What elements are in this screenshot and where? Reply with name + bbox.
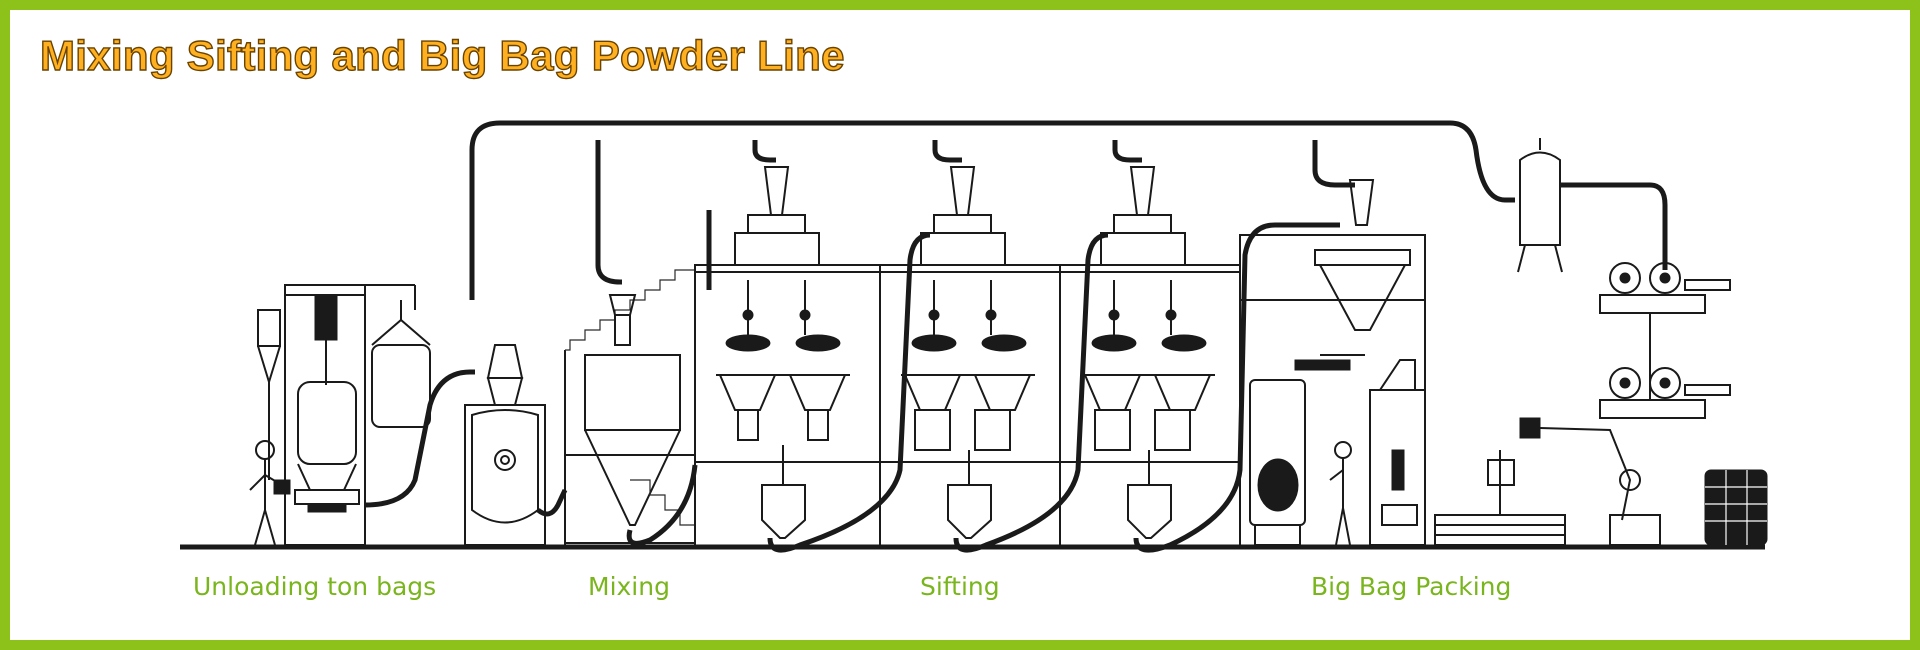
pallet-conveyor [1434, 450, 1566, 546]
page-title: Mixing Sifting and Big Bag Powder Line [39, 31, 845, 79]
overhead-conveying-pipe [469, 120, 1515, 300]
process-line-diagram [180, 120, 1768, 553]
finished-bag-pallet [1704, 469, 1768, 546]
sifter-1-vacuum-pipe [752, 140, 776, 163]
sifter-2-vacuum-pipe [932, 140, 962, 163]
mixer-discharge-pipe [626, 464, 698, 546]
stage-label-unloading: Unloading ton bags [193, 572, 437, 601]
unloading-transfer-pipe [364, 369, 475, 508]
sifter-1-transfer-pipe [767, 232, 931, 553]
ton-bag-unloading-station [249, 284, 431, 546]
stage-label-packing: Big Bag Packing [1311, 572, 1512, 601]
mixer-vacuum-pipe [595, 140, 622, 285]
sifter-2-transfer-pipe [953, 232, 1109, 553]
mixing-vessel [464, 344, 546, 546]
stage-label-sifting: Sifting [920, 572, 1000, 601]
sifter-3-transfer-pipe [1133, 222, 1340, 553]
vacuum-blowers [1599, 262, 1731, 419]
sifting-module-2 [879, 166, 1061, 548]
mixer-hopper-platform [564, 265, 696, 547]
sifter-3-vacuum-pipe [1112, 140, 1142, 163]
stage-label-mixing: Mixing [588, 572, 670, 601]
big-bag-packing-station [1239, 179, 1426, 548]
cyclone-receiver-tank [1517, 138, 1563, 273]
sifting-module-1 [694, 166, 881, 548]
sifting-module-3 [1059, 166, 1241, 548]
mixer-feed-pipe [536, 488, 568, 517]
packer-vacuum-pipe [1312, 140, 1355, 188]
diagram-frame: Mixing Sifting and Big Bag Powder Line [10, 10, 1910, 640]
palletizing-robot [1519, 417, 1661, 546]
blower-pipe [1560, 182, 1668, 270]
